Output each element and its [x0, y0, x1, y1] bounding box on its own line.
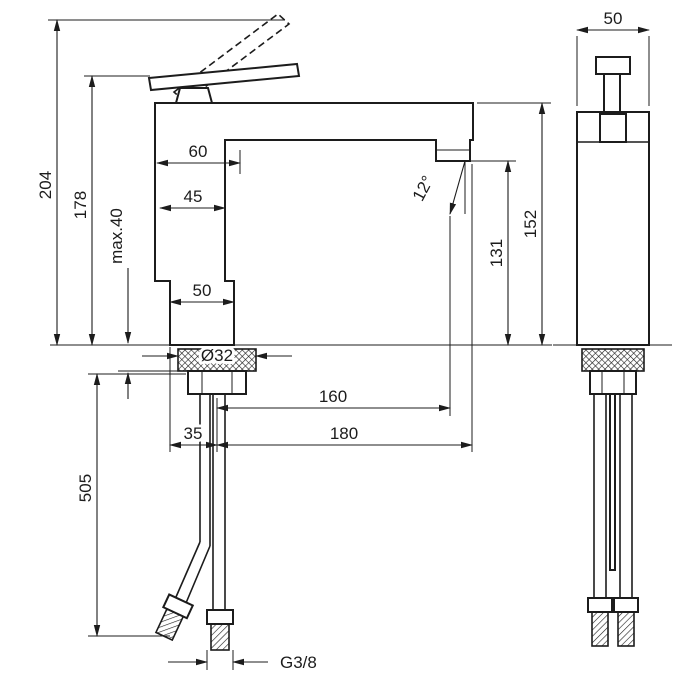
supply-hose-angled — [154, 394, 211, 642]
hose-fitting-thread — [210, 623, 230, 651]
front-view — [50, 12, 552, 651]
dim-hole-diameter-label: Ø32 — [201, 346, 233, 365]
side-fitting-thread-right — [617, 611, 635, 647]
handle-lever — [147, 62, 301, 92]
dim-side-depth-label: 50 — [604, 9, 623, 28]
dim-thread-size-g38: G3/8 — [168, 650, 317, 672]
side-fitting-nut-left — [587, 597, 613, 613]
side-supply-hoses — [587, 393, 639, 647]
dim-front-offset-35: 35 — [169, 347, 218, 452]
dim-outlet-height-131: 131 — [468, 160, 516, 346]
mounting-washer — [177, 348, 257, 372]
dim-thread-size-label: G3/8 — [280, 653, 317, 672]
side-pull-rod — [609, 393, 616, 571]
dim-top-width-label: 60 — [189, 142, 208, 161]
dim-front-offset-label: 35 — [184, 424, 203, 443]
dim-mid-width-45: 45 — [159, 184, 226, 212]
dim-side-depth-50: 50 — [576, 9, 650, 106]
side-mounting-nut — [589, 370, 637, 395]
dim-hose-length-505: 505 — [76, 373, 186, 637]
dim-top-width-60: 60 — [156, 139, 241, 174]
dim-total-reach-label: 180 — [330, 424, 358, 443]
side-fitting-nut-right — [613, 597, 639, 613]
dim-total-reach-180: 180 — [216, 164, 473, 452]
dim-max-mounting-label: max.40 — [107, 208, 126, 264]
supply-hose-straight — [206, 394, 234, 651]
side-mounting-washer — [581, 348, 645, 372]
dim-hose-length-label: 505 — [76, 474, 95, 502]
dim-spout-reach-label: 160 — [319, 387, 347, 406]
dim-mid-width-label: 45 — [184, 187, 203, 206]
handle-pivot — [174, 87, 214, 104]
side-handle-cap — [595, 56, 631, 75]
dim-spout-height-152: 152 — [477, 102, 551, 346]
stream-angle-indicator — [449, 160, 466, 215]
mounting-nut — [187, 370, 247, 395]
side-view — [553, 56, 672, 647]
dim-outlet-height-label: 131 — [487, 239, 506, 267]
dim-spout-height-label: 152 — [521, 210, 540, 238]
dim-spout-reach-160: 160 — [216, 216, 451, 452]
dim-overall-height-204: 204 — [36, 19, 285, 346]
dim-base-width-50: 50 — [169, 278, 235, 306]
dim-base-width-label: 50 — [193, 281, 212, 300]
hose-fitting-nut — [206, 609, 234, 625]
dim-stream-angle-12: 12° — [406, 170, 441, 208]
side-cartridge — [599, 113, 627, 143]
dim-hole-diameter-32: Ø32 — [142, 343, 292, 368]
side-handle-stem — [603, 73, 621, 113]
faucet-body-outline — [154, 102, 474, 346]
dim-stream-angle-label: 12° — [409, 173, 438, 205]
side-body — [576, 111, 650, 346]
dim-handle-height-178: 178 — [71, 75, 150, 346]
dim-overall-height-label: 204 — [36, 171, 55, 199]
side-fitting-thread-left — [591, 611, 609, 647]
dim-handle-height-label: 178 — [71, 191, 90, 219]
dim-max-mounting-40: max.40 — [107, 208, 186, 399]
